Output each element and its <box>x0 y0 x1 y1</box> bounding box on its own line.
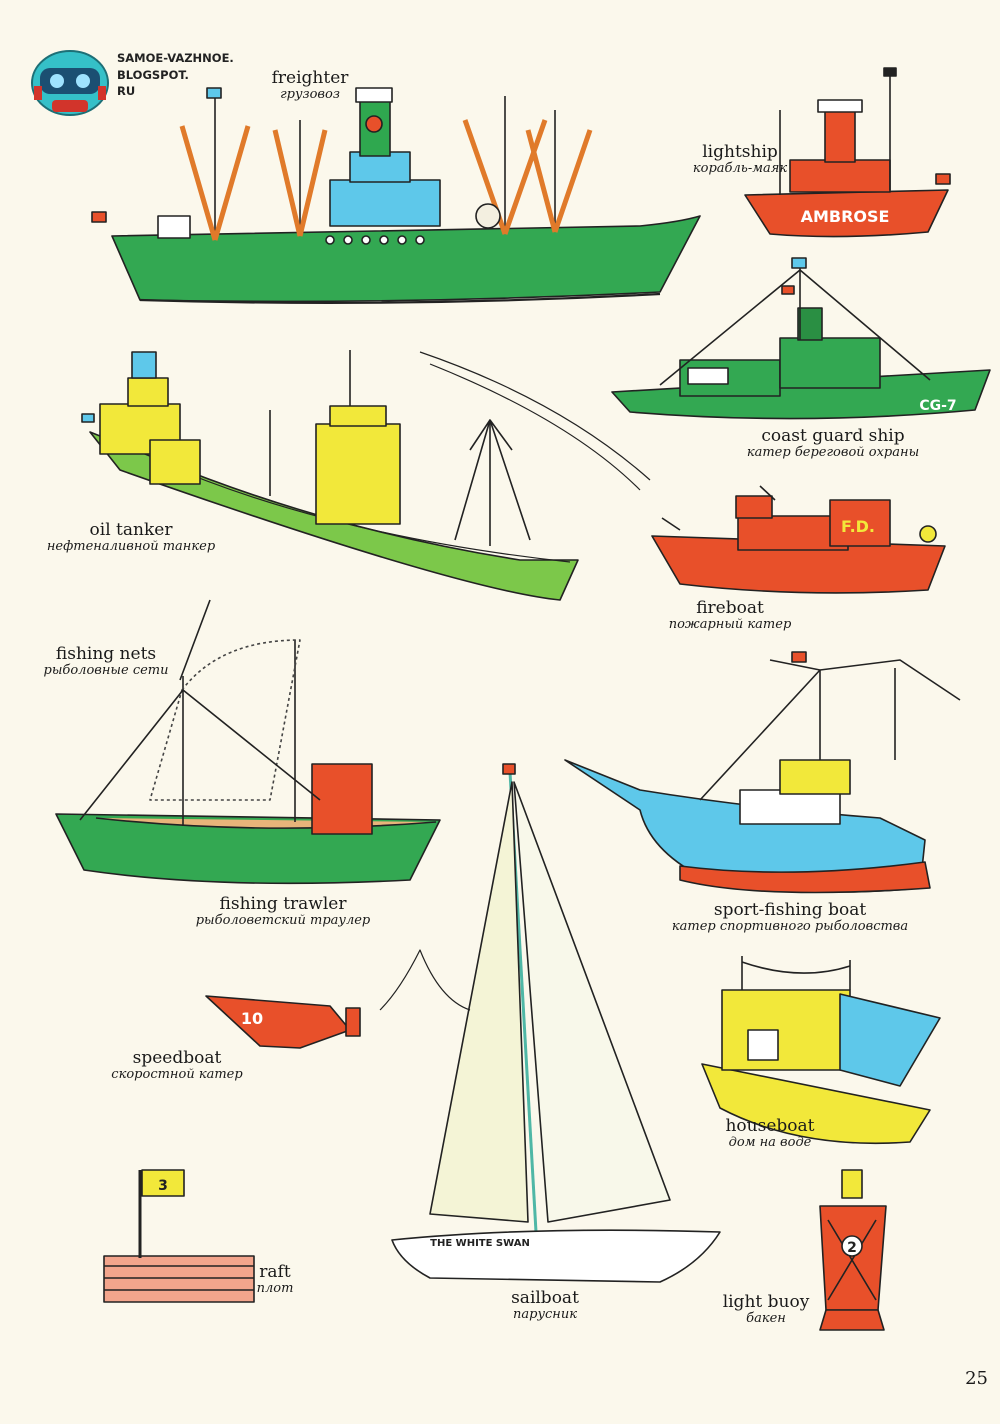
label-en: sport-fishing boat <box>713 900 867 920</box>
label-sailboat: sailboat парусник <box>490 1288 600 1322</box>
sailboat-illustration <box>391 763 721 1283</box>
light-buoy-illustration <box>819 1169 887 1331</box>
label-en: raft <box>259 1262 291 1282</box>
label-freighter: freighter грузовоз <box>250 68 370 102</box>
watermark-line: SAMOE-VAZHNOE. <box>117 51 234 65</box>
label-ru: рыболоветский траулер <box>195 912 371 928</box>
speedboat-illustration <box>205 949 471 1049</box>
label-lightship: lightship корабль-маяк <box>680 142 800 176</box>
label-en: fishing nets <box>55 644 157 664</box>
light-buoy-number: 2 <box>847 1240 857 1256</box>
label-en: fireboat <box>696 598 764 618</box>
label-ru: корабль-маяк <box>692 160 788 176</box>
coast-guard-hull-text: CG-7 <box>919 398 956 414</box>
fishing-trawler-illustration <box>55 599 441 885</box>
sailboat-hull-text: THE WHITE SWAN <box>430 1238 530 1249</box>
fireboat-hull-text: F.D. <box>841 517 875 536</box>
houseboat-illustration <box>701 956 941 1145</box>
label-en: sailboat <box>511 1288 579 1308</box>
label-ru: дом на воде <box>728 1134 812 1150</box>
fireboat-illustration <box>419 351 946 594</box>
label-light-buoy: light buoy бакен <box>712 1292 820 1326</box>
label-ru: рыболовные сети <box>43 662 169 678</box>
label-raft: raft плот <box>250 1262 300 1296</box>
speedboat-hull-text: 10 <box>241 1009 263 1028</box>
page-number: 25 <box>965 1368 988 1389</box>
label-fishing-nets: fishing nets рыболовные сети <box>26 644 186 678</box>
label-ru: парусник <box>513 1306 577 1322</box>
label-ru: бакен <box>746 1310 786 1326</box>
label-en: fishing trawler <box>219 894 347 914</box>
label-sport-fishing-boat: sport-fishing boat катер спортивного рыб… <box>640 900 940 934</box>
lightship-illustration <box>744 67 951 238</box>
sport-fishing-boat-illustration <box>564 651 961 894</box>
label-ru: катер спортивного рыболовства <box>671 918 909 934</box>
label-en: houseboat <box>725 1116 815 1136</box>
freighter-illustration <box>91 87 701 305</box>
watermark-line: BLOGSPOT. <box>117 67 189 82</box>
label-en: light buoy <box>722 1292 810 1312</box>
coast-guard-ship-illustration <box>611 257 991 420</box>
lightship-hull-text: AMBROSE <box>801 207 890 226</box>
label-speedboat: speedboat скоростной катер <box>92 1048 262 1082</box>
oil-tanker-illustration <box>81 350 579 601</box>
label-fireboat: fireboat пожарный катер <box>650 598 810 632</box>
label-ru: катер береговой охраны <box>746 444 920 460</box>
label-houseboat: houseboat дом на воде <box>700 1116 840 1150</box>
label-en: oil tanker <box>89 520 173 540</box>
label-oil-tanker: oil tanker нефтеналивной танкер <box>26 520 236 554</box>
label-ru: пожарный катер <box>668 616 792 632</box>
label-en: coast guard ship <box>761 426 905 446</box>
label-ru: грузовоз <box>280 86 340 102</box>
label-ru: плот <box>256 1280 294 1296</box>
robot-head-icon <box>31 50 109 116</box>
raft-illustration <box>103 1169 255 1303</box>
watermark-text: SAMOE-VAZHNOE. BLOGSPOT. RU <box>117 50 234 100</box>
label-en: lightship <box>702 142 778 162</box>
label-en: freighter <box>271 68 349 88</box>
label-coast-guard-ship: coast guard ship катер береговой охраны <box>728 426 938 460</box>
label-ru: скоростной катер <box>111 1066 243 1082</box>
label-en: speedboat <box>132 1048 222 1068</box>
label-fishing-trawler: fishing trawler рыболоветский траулер <box>168 894 398 928</box>
label-ru: нефтеналивной танкер <box>46 538 216 554</box>
raft-flag-text: 3 <box>158 1178 168 1194</box>
watermark-line: RU <box>117 84 136 99</box>
